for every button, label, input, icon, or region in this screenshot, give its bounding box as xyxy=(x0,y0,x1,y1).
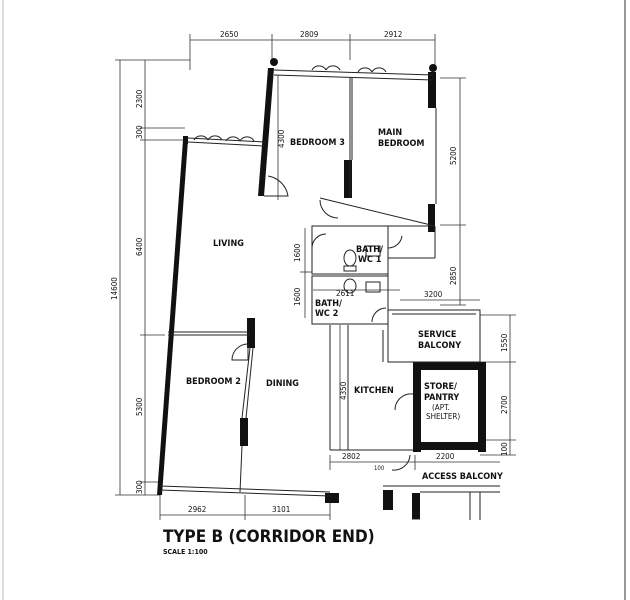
dim-1600a: 1600 xyxy=(293,243,302,262)
dim-left-3: 6400 xyxy=(135,237,144,256)
dim-top-2: 2809 xyxy=(300,30,319,39)
dim-top-1: 2650 xyxy=(220,30,239,39)
room-labels: BEDROOM 3 MAIN BEDROOM LIVING BATH/ WC 1… xyxy=(186,128,503,482)
bath2-label-1: BATH/ xyxy=(315,299,342,309)
plan-scale: SCALE 1:100 xyxy=(163,548,208,556)
dim-2700: 2700 xyxy=(500,395,509,414)
dim-left-5: 300 xyxy=(135,480,144,494)
dim-100-right: 100 xyxy=(500,442,509,456)
bedroom3-label: BEDROOM 3 xyxy=(290,138,345,148)
door-swings xyxy=(231,175,414,471)
living-label: LIVING xyxy=(213,239,244,249)
store-label-2: PANTRY xyxy=(424,393,459,403)
dim-2200: 2200 xyxy=(436,452,455,461)
dim-left-2: 300 xyxy=(135,125,144,139)
dim-bottom-2: 3101 xyxy=(272,505,290,514)
dim-4300: 4300 xyxy=(277,129,286,148)
main-bedroom-label-1: MAIN xyxy=(378,128,402,138)
kitchen-label: KITCHEN xyxy=(354,386,394,396)
dim-bottom-1: 2962 xyxy=(188,505,206,514)
plan-title: TYPE B (CORRIDOR END) xyxy=(163,527,375,547)
dim-1600b: 1600 xyxy=(293,287,302,306)
dim-2611: 2611 xyxy=(336,289,354,298)
bath1-label-2: WC 1 xyxy=(358,255,382,265)
dim-3200: 3200 xyxy=(424,290,443,299)
dim-left-total: 14600 xyxy=(110,277,119,300)
access-balcony-label: ACCESS BALCONY xyxy=(422,472,503,482)
store-label-3: (APT. xyxy=(432,403,450,412)
bedroom2-label: BEDROOM 2 xyxy=(186,377,241,387)
dim-5200: 5200 xyxy=(449,146,458,165)
sanitary-fixtures xyxy=(343,245,381,294)
dim-left-1: 2300 xyxy=(135,89,144,108)
dimension-labels: 2650 2809 2912 14600 2300 300 6400 5300 … xyxy=(110,30,509,514)
dim-4350: 4350 xyxy=(339,381,348,400)
dim-left-4: 5300 xyxy=(135,397,144,416)
dimension-lines xyxy=(115,34,516,520)
dim-1550: 1550 xyxy=(500,333,509,352)
dim-100-door: 100 xyxy=(374,465,385,472)
store-label-4: SHELTER) xyxy=(426,412,460,421)
walls xyxy=(157,58,486,519)
dining-label: DINING xyxy=(266,379,299,389)
dim-2850: 2850 xyxy=(449,266,458,285)
store-label-1: STORE/ xyxy=(424,382,457,392)
service-balcony-label-2: BALCONY xyxy=(418,341,461,351)
service-balcony-label-1: SERVICE xyxy=(418,330,456,340)
bath2-label-2: WC 2 xyxy=(315,309,338,319)
dim-top-3: 2912 xyxy=(384,30,402,39)
main-bedroom-label-2: BEDROOM xyxy=(378,139,425,149)
dim-2802: 2802 xyxy=(342,452,360,461)
bath1-label-1: BATH/ xyxy=(356,245,383,255)
window-arcs xyxy=(193,65,387,142)
